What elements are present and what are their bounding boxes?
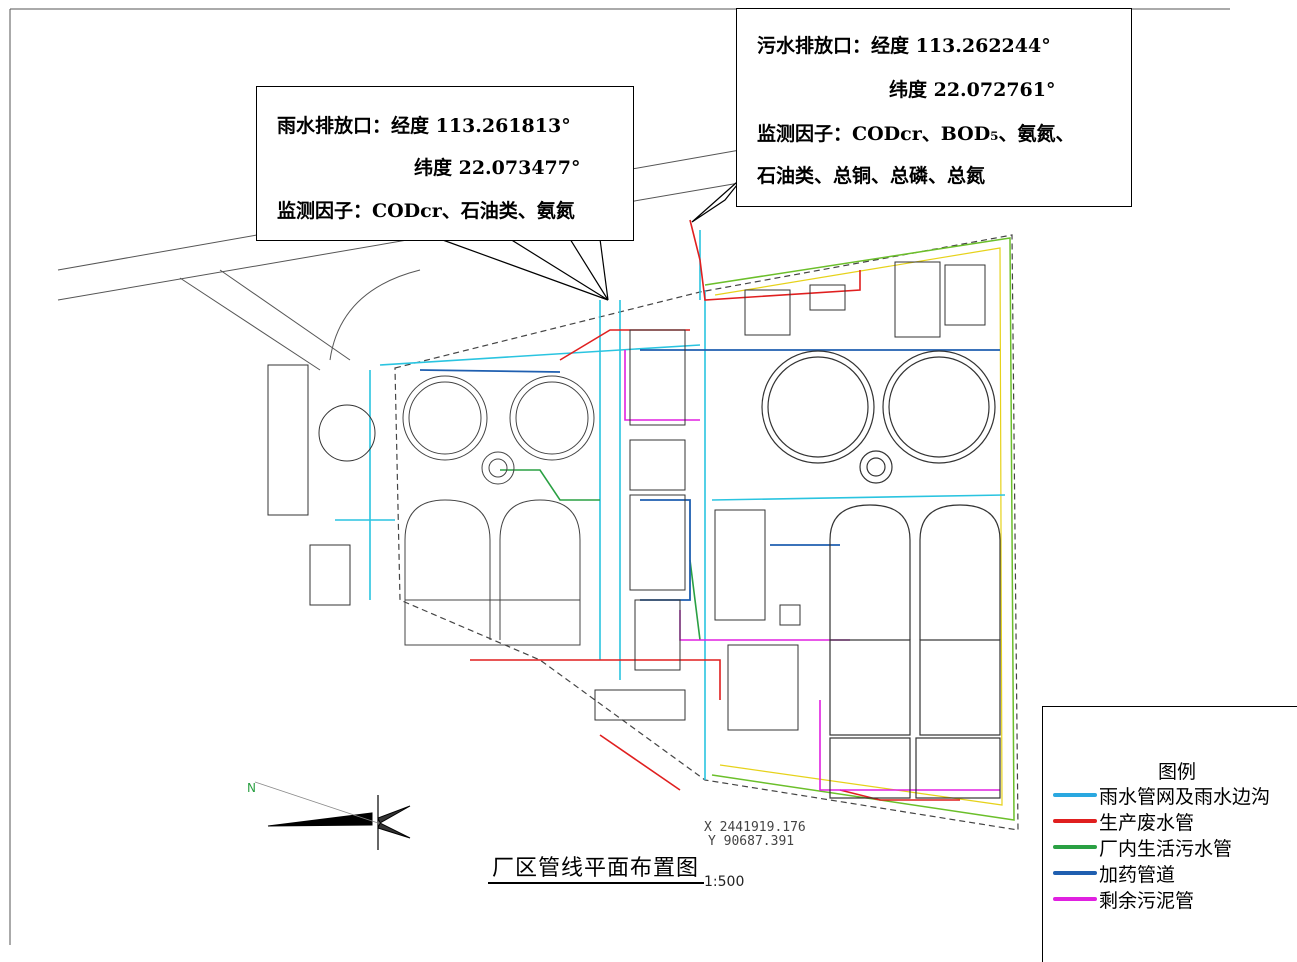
legend-label: 厂内生活污水管 <box>1099 837 1233 860</box>
legend-swatch <box>1053 845 1097 849</box>
legend-label: 雨水管网及雨水边沟 <box>1099 785 1271 808</box>
oxidation-ditches-right <box>829 504 1001 799</box>
secondary-clarifiers-right <box>761 350 996 484</box>
legend-item: 雨水管网及雨水边沟 <box>1053 783 1271 808</box>
plan-title: 厂区管线平面布置图 <box>492 856 700 881</box>
sewage-outlet-factors-2: 石油类、总铜、总磷、总氮 <box>757 165 986 187</box>
plan-scale: 1:500 <box>704 874 745 890</box>
north-label: N <box>247 781 256 795</box>
rain-outlet-longitude: 雨水排放口：经度 113.261813° <box>277 115 571 137</box>
callout-pointers <box>439 174 746 301</box>
legend-label: 加药管道 <box>1099 863 1176 886</box>
legend-item: 剩余污泥管 <box>1053 887 1195 912</box>
domestic-pipes <box>500 469 701 641</box>
rain-pipes <box>335 230 1006 780</box>
legend-item: 加药管道 <box>1053 861 1176 886</box>
coordinate-x: X 2441919.176 <box>704 820 806 835</box>
dosing-pipes <box>419 349 1000 601</box>
yellow-boundary <box>714 247 1003 806</box>
legend-swatch <box>1053 793 1097 797</box>
plant-boundary <box>394 234 1019 831</box>
legend-label: 剩余污泥管 <box>1099 889 1195 912</box>
sewage-outlet-longitude: 污水排放口：经度 113.262244° <box>757 35 1051 57</box>
legend-item: 生产废水管 <box>1053 809 1195 834</box>
plan-title-underline <box>488 882 704 884</box>
legend: 图例 雨水管网及雨水边沟 生产废水管 厂内生活污水管 加药管道 剩余污泥管 <box>1042 706 1297 962</box>
legend-swatch <box>1053 819 1097 823</box>
legend-swatch <box>1053 897 1097 901</box>
legend-label: 生产废水管 <box>1099 811 1195 834</box>
legend-swatch <box>1053 871 1097 875</box>
buildings <box>267 261 986 731</box>
sewage-outlet-callout: 污水排放口：经度 113.262244° 纬度 22.072761° 监测因子：… <box>736 8 1132 207</box>
sewage-outlet-factors-1: 监测因子：CODcr、BOD₅、氨氮、 <box>757 123 1075 145</box>
coordinate-y: Y 90687.391 <box>708 834 795 849</box>
sludge-pipes <box>624 350 1000 791</box>
north-arrow <box>254 781 411 850</box>
sewage-outlet-latitude: 纬度 22.072761° <box>889 79 1056 101</box>
legend-title: 图例 <box>1158 761 1197 783</box>
rain-outlet-callout: 雨水排放口：经度 113.261813° 纬度 22.073477° 监测因子：… <box>256 86 634 241</box>
legend-item: 厂内生活污水管 <box>1053 835 1233 860</box>
rain-outlet-factors: 监测因子：CODcr、石油类、氨氮 <box>277 200 575 222</box>
rain-outlet-latitude: 纬度 22.073477° <box>414 157 581 179</box>
oxidation-ditches-left <box>404 499 581 646</box>
secondary-clarifiers-left <box>402 375 595 485</box>
